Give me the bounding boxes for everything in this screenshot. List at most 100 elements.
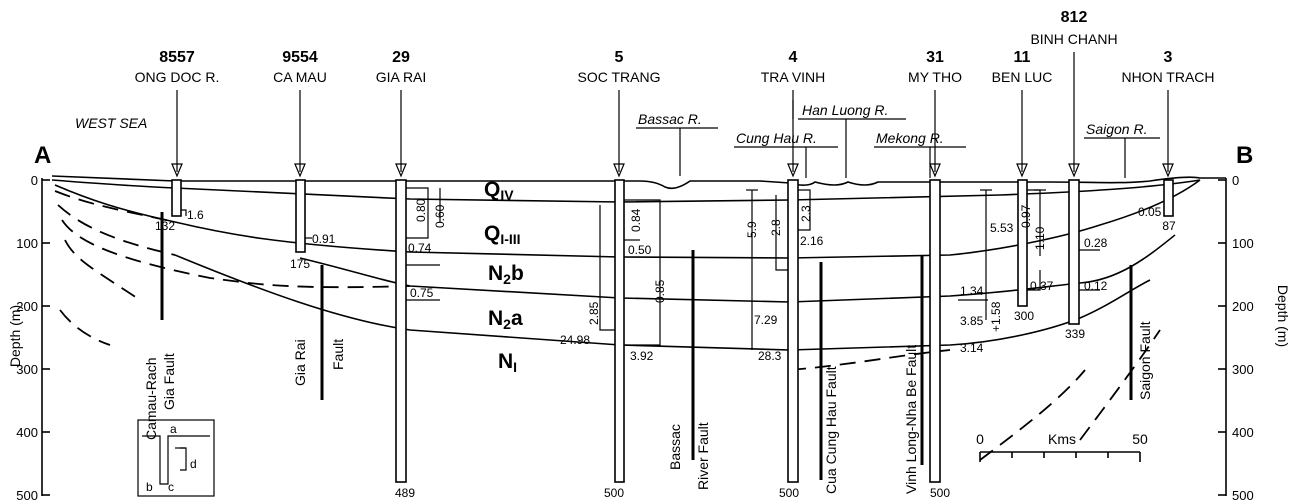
right-tick-400: 400 [1232,425,1254,440]
value-label: 3.92 [630,349,654,363]
value-label: 3.14 [960,341,984,355]
legend-d: d [190,457,197,471]
value-label: 0.85 [653,279,667,303]
well-number: 29 [392,49,410,66]
well-number: 31 [926,49,944,66]
layer-n2b: N2b [488,262,524,287]
value-label: 0.91 [312,232,336,246]
well-number: 3 [1164,49,1173,66]
value-label: 5.9 [745,221,759,238]
well-depth: 500 [779,486,799,500]
legend-b: b [146,480,153,494]
section-end-a: A [34,142,51,169]
section-end-b: B [1236,142,1253,169]
value-label: 0.12 [1084,279,1108,293]
value-label: 7.29 [754,313,778,327]
river-mekong: Mekong R. [876,130,944,146]
fault-label: Saigon Fault [1137,321,1153,400]
right-tick-500: 500 [1232,488,1254,500]
value-label: 5.53 [990,221,1014,235]
value-annotations: 1.6 0.91 0.80 0.60 0.74 0.75 2.85 24.98 … [187,198,1162,363]
well-name: NHON TRACH [1121,69,1214,85]
fault-label: Fault [330,339,346,370]
value-label: 2.3 [799,205,813,222]
scale-unit: Kms [1048,431,1076,447]
well-depth: 175 [290,257,310,271]
well-depth: 489 [395,486,415,500]
legend-a: a [170,422,177,436]
right-tick-300: 300 [1232,362,1254,377]
value-label: 0.75 [410,286,434,300]
dashed-boundary-5 [60,310,110,345]
value-label: 2.85 [587,301,601,325]
right-tick-200: 200 [1232,299,1254,314]
layer-n1: NI [498,350,517,375]
value-label: 2.8 [769,219,783,236]
west-sea-label: WEST SEA [75,115,147,131]
fault-label: Gia Rai [292,339,308,386]
river-han-luong: Han Luong R. [802,102,888,118]
right-tick-0: 0 [1232,173,1239,188]
well-depth: 87 [1162,219,1176,233]
scale-bar: 0 Kms 50 [976,431,1148,462]
well-number: 5 [615,49,624,66]
river-labels: Bassac R. Cung Hau R. Han Luong R. Mekon… [636,100,1160,178]
river-saigon: Saigon R. [1086,121,1147,137]
well-depth: 300 [1014,309,1034,323]
well-number: 4 [789,49,798,66]
layer-n2a: N2a [488,307,523,332]
dashed-boundary-6 [790,350,950,370]
right-axis-label: Depth (m) [1275,285,1291,347]
value-label: 3.85 [960,314,984,328]
value-label: 0.37 [1030,279,1054,293]
layer-q1-3: QI-III [484,222,521,247]
well-depth: 339 [1065,327,1085,341]
well-number: 812 [1061,9,1088,26]
value-label: 1.10 [1033,226,1047,250]
left-tick-500: 500 [16,488,38,500]
well-name: GIA RAI [376,69,427,85]
well-name: BINH CHANH [1030,31,1117,47]
scale-end: 50 [1132,431,1148,447]
well-depth: 132 [155,219,175,233]
fault-label: Bassac [667,424,683,470]
value-label: 28.3 [758,349,782,363]
fault-label: Camau-Rach [143,358,159,440]
left-depth-axis: 0 100 200 300 400 500 Depth (m) [7,173,50,500]
well-number: 9554 [282,49,318,66]
well-number: 8557 [159,49,195,66]
value-label: 0.60 [433,204,447,228]
left-tick-0: 0 [31,173,38,188]
left-axis-label: Depth (m) [7,305,23,367]
well-name: CA MAU [273,69,327,85]
well-name: BEN LUC [992,69,1053,85]
river-bassac: Bassac R. [638,111,702,127]
boundary-q4-base [52,180,1200,202]
value-label: 0.28 [1084,236,1108,250]
well-8557: 8557 ONG DOC R. 132 [135,49,220,233]
well-depth: 500 [604,486,624,500]
value-label: 2.16 [800,234,824,248]
fault-labels: Camau-Rach Gia Fault Gia Rai Fault Bassa… [143,321,1153,494]
well-number: 11 [1014,49,1031,66]
well-name: ONG DOC R. [135,69,220,85]
legend-c: c [168,480,174,494]
value-label: 1.34 [960,284,984,298]
fault-label: River Fault [695,422,711,490]
value-label: 0.84 [629,208,643,232]
value-label: 0.80 [414,198,428,222]
value-label: 24.98 [560,333,590,347]
value-label: +1.58 [989,301,1003,332]
value-label: 0.74 [408,241,432,255]
well-depth: 500 [930,486,950,500]
value-label: 0.97 [1019,204,1033,228]
right-depth-axis: 0 100 200 300 400 500 Depth (m) [1218,173,1291,500]
dashed-boundary-3 [62,220,410,287]
layer-labels: QIV QI-III N2b N2a NI [484,178,524,375]
scale-start: 0 [976,431,984,447]
well-name: TRA VINH [761,69,826,85]
fault-label: Gia Fault [161,353,177,410]
well-29: 29 GIA RAI 489 [376,49,427,500]
river-cung-hau: Cung Hau R. [736,130,817,146]
